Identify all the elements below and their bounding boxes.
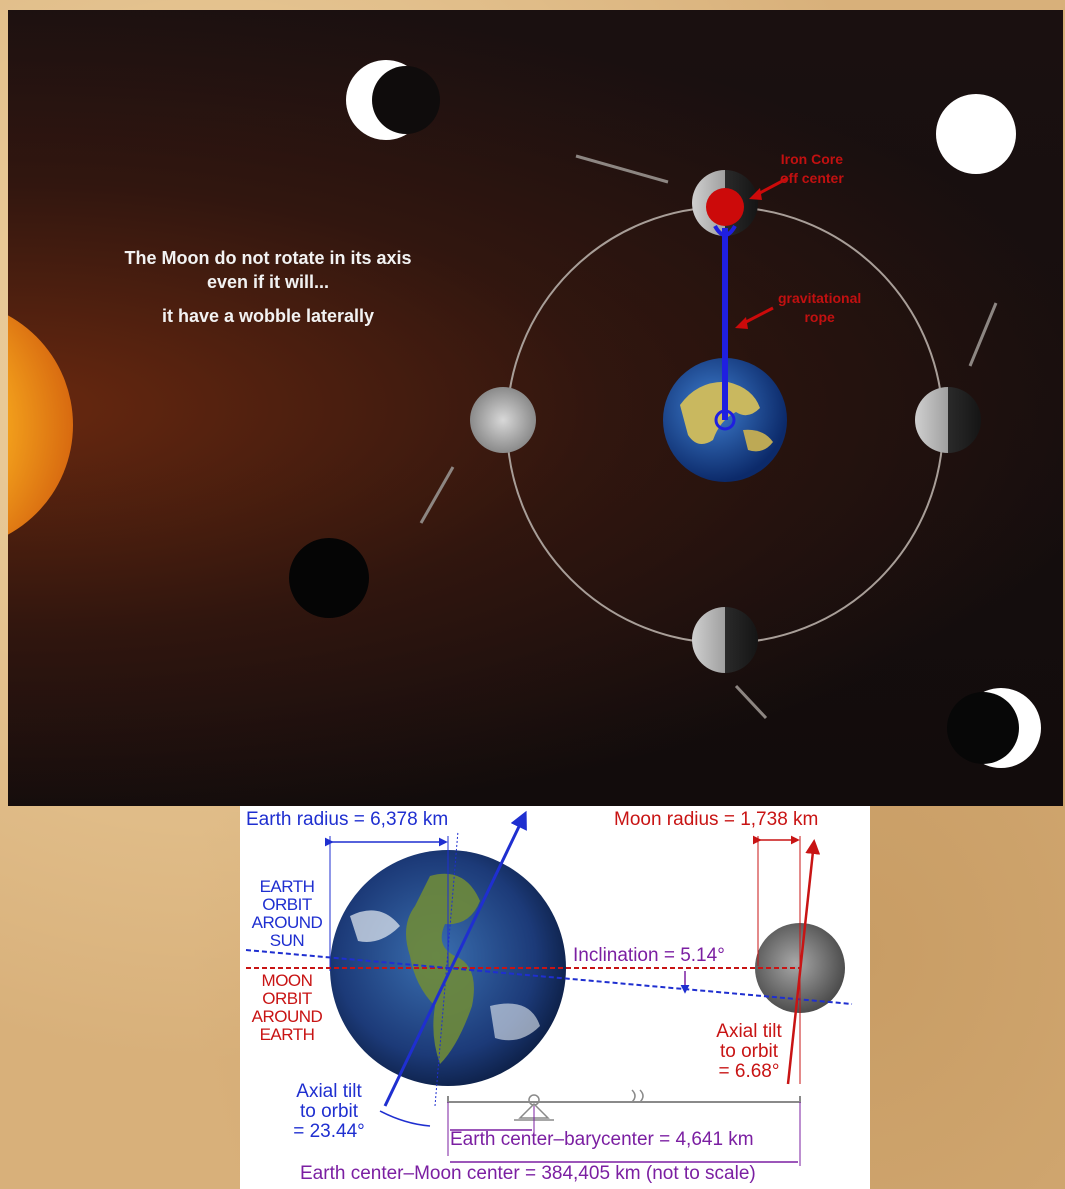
rope-label: gravitational rope — [778, 289, 861, 327]
moon-phases-panel: The Moon do not rotate in its axis even … — [8, 10, 1063, 806]
rope-anchor-moon — [713, 224, 737, 237]
moon-orbit-label: MOON ORBIT AROUND EARTH — [250, 972, 324, 1044]
phase-full-moon — [936, 94, 1016, 174]
moon-orbit-line3: AROUND — [251, 1007, 323, 1026]
earth-orbit-line2: ORBIT — [262, 895, 312, 914]
iron-core-arrow — [755, 176, 789, 197]
phase-waning-crescent — [947, 688, 1041, 768]
phase-waxing-crescent — [346, 60, 440, 140]
moon-phases-diagram — [8, 60, 1041, 768]
orbit-moon-right — [915, 387, 981, 453]
caption-line2: even if it will... — [206, 272, 330, 292]
moon-orbit-line4: EARTH — [259, 1025, 315, 1044]
earth-orbit-label: EARTH ORBIT AROUND SUN — [250, 878, 324, 950]
earth-radius-label: Earth radius = 6,378 km — [246, 809, 449, 830]
iron-core-label-line2: off center — [780, 170, 844, 186]
earth-cloud — [350, 910, 400, 942]
earth-orbit-plane — [245, 949, 853, 1005]
orbit-moon-left — [470, 387, 536, 453]
earth-tilt-line3: = 23.44° — [293, 1121, 365, 1142]
moon-tilt-label: Axial tilt to orbit = 6.68° — [710, 1022, 788, 1082]
rope-anchor-earth — [714, 409, 736, 431]
moon-orbit-line1: MOON — [261, 971, 313, 990]
earth-orbit-line1: EARTH — [259, 877, 315, 896]
caption-line3: it have a wobble laterally — [161, 306, 375, 326]
earth-orbit-line3: AROUND — [251, 913, 323, 932]
earth-continent — [743, 429, 773, 452]
orbit-tick — [575, 154, 669, 184]
moon-axis — [786, 839, 821, 1085]
inclination-label: Inclination = 5.14° — [573, 945, 725, 966]
orbit-tick — [419, 466, 455, 524]
caption-line1: The Moon do not rotate in its axis — [124, 248, 412, 268]
distance-label: Earth center–Moon center = 384,405 km (n… — [300, 1163, 756, 1184]
earth-tilt-arc — [379, 1110, 431, 1127]
earth-tilt-label: Axial tilt to orbit = 23.44° — [284, 1082, 374, 1142]
rope-arrowhead — [735, 317, 748, 329]
earth-orbit-normal — [434, 830, 459, 1107]
rope-label-line2: rope — [804, 309, 835, 325]
orbit-moon-bottom — [692, 607, 758, 673]
earth-orbit-line4: SUN — [269, 931, 305, 950]
rope-label-line1: gravitational — [778, 290, 862, 306]
moon-tilt-line3: = 6.68° — [718, 1061, 780, 1082]
earth-tilt-line1: Axial tilt — [296, 1081, 362, 1102]
moon-tilt-line2: to orbit — [719, 1041, 779, 1062]
scale-break-mark — [631, 1089, 644, 1103]
barycenter-label: Earth center–barycenter = 4,641 km — [450, 1129, 754, 1150]
moon-orbit-line2: ORBIT — [262, 989, 312, 1008]
earth-axis — [383, 810, 527, 1107]
phase-new-moon — [289, 538, 369, 618]
orbit-tick — [968, 302, 998, 367]
iron-core-label-line1: Iron Core — [780, 151, 844, 167]
earth-moon-geometry-panel: Earth radius = 6,378 km Moon radius = 1,… — [240, 806, 870, 1189]
rope-arrow — [741, 306, 774, 326]
sun — [8, 315, 73, 535]
orbit-tick — [734, 684, 768, 720]
caption: The Moon do not rotate in its axis even … — [68, 246, 468, 328]
iron-core — [706, 188, 744, 226]
iron-core-arrowhead — [749, 188, 762, 200]
earth-tilt-line2: to orbit — [299, 1101, 359, 1122]
moon-tilt-line1: Axial tilt — [716, 1021, 782, 1042]
distance-bar — [447, 1096, 801, 1103]
iron-core-label: Iron Core off center — [780, 150, 844, 188]
earth-moon-geometry-diagram — [245, 810, 853, 1166]
moon-radius-label: Moon radius = 1,738 km — [614, 809, 819, 830]
earth-cloud — [490, 1003, 540, 1041]
